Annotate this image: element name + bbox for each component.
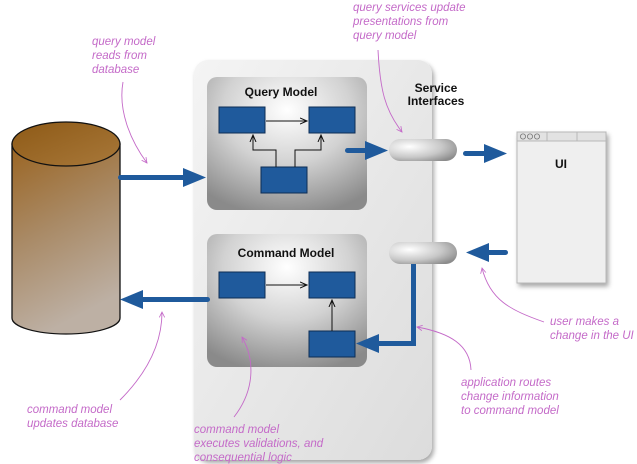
note-user-change: user makes a change in the UI: [550, 316, 635, 342]
service-interfaces-title-line1: Service: [415, 81, 458, 95]
service-to-command-arrow: [356, 264, 416, 353]
ui-window: [516, 131, 607, 284]
note-query-reads: query model reads from database: [92, 36, 156, 76]
note-command-updates: command model updates database: [27, 404, 118, 430]
ui-window-title: UI: [555, 157, 567, 171]
query-to-service-arrow: [345, 141, 388, 160]
note-line: change in the UI: [550, 330, 635, 342]
command-executes-leader: [233, 337, 252, 418]
note-line: database: [92, 64, 139, 76]
query-link-left: [253, 135, 277, 167]
note-line: change information: [461, 391, 559, 403]
command-box-bottom: [308, 330, 356, 358]
user-change-leader: [482, 268, 545, 323]
service-interfaces-title-line2: Interfaces: [408, 94, 465, 108]
note-command-executes: command model executes validations, and …: [194, 424, 324, 464]
command-box-left: [218, 271, 266, 299]
command-service-interface: [389, 242, 457, 264]
note-line: to command model: [461, 405, 559, 417]
query-box-right: [308, 106, 356, 134]
note-query-services: query services update presentations from…: [352, 2, 466, 42]
note-line: command model: [27, 404, 112, 416]
database-cylinder: [11, 121, 121, 335]
db-to-query-arrow: [118, 168, 206, 187]
note-line: executes validations, and: [194, 438, 324, 450]
note-line: consequential logic: [194, 452, 292, 464]
note-line: query model: [353, 30, 417, 42]
query-model-title: Query Model: [245, 85, 318, 99]
note-line: user makes a: [550, 316, 619, 328]
query-model-panel: Query Model: [207, 77, 367, 210]
note-app-routes: application routes change information to…: [461, 377, 559, 417]
note-line: reads from: [92, 50, 147, 62]
command-updates-leader: [119, 312, 162, 401]
command-box-right: [308, 271, 356, 299]
window-close-icon: [520, 133, 527, 140]
command-model-title: Command Model: [238, 246, 335, 260]
query-box-bottom: [260, 166, 308, 194]
window-zoom-icon: [534, 133, 541, 140]
service-to-ui-arrow: [463, 144, 507, 163]
query-box-left: [218, 106, 266, 134]
ui-to-service-arrow: [466, 243, 508, 262]
query-services-leader: [377, 49, 402, 132]
query-reads-leader: [121, 81, 147, 163]
app-routes-leader: [417, 327, 472, 371]
note-line: updates database: [27, 418, 118, 430]
note-line: command model: [194, 424, 279, 436]
note-line: query services update: [353, 2, 466, 14]
command-to-db-arrow: [120, 290, 210, 309]
window-minimize-icon: [527, 133, 534, 140]
note-line: query model: [92, 36, 156, 48]
note-line: presentations from: [352, 16, 449, 28]
query-service-interface: [389, 139, 457, 161]
command-model-panel: Command Model: [207, 234, 367, 367]
note-line: application routes: [461, 377, 551, 389]
query-link-right: [294, 135, 321, 167]
